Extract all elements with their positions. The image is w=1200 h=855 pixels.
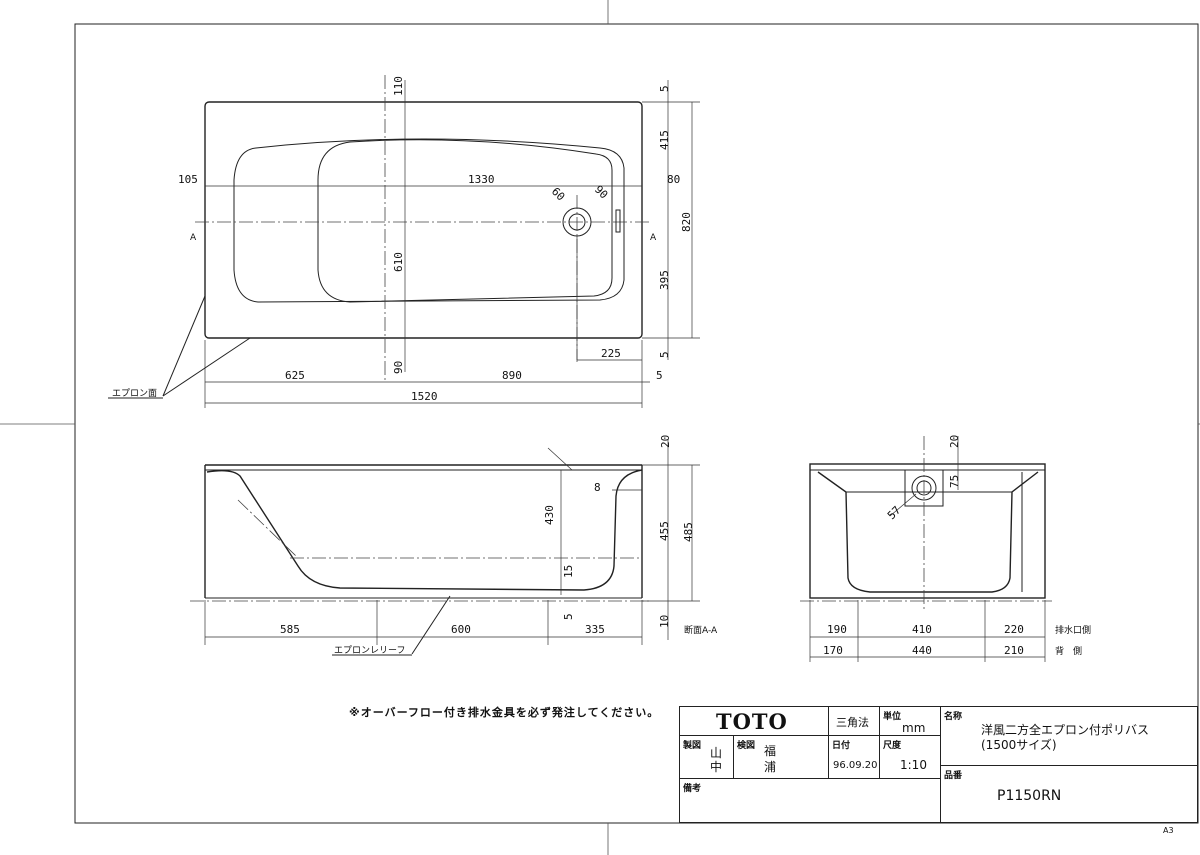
- sec-dim-10: 10: [658, 615, 671, 628]
- name-line2: (1500サイズ): [981, 738, 1057, 752]
- name-label: 名称: [944, 712, 963, 722]
- sec-dim-430: 430: [543, 505, 556, 525]
- dim-80: 80: [667, 173, 680, 186]
- drawing-frame: [74, 23, 1199, 824]
- end-dim-57: 57: [885, 504, 904, 523]
- unit-cell: 単位 mm: [879, 706, 941, 736]
- section-view: 20 8 430 455 485 15 5 10 585 600 335 断面A…: [190, 435, 718, 656]
- end-outline: [809, 463, 1046, 599]
- title-block: TOTO 三角法 単位 mm 名称 洋風二方全エプロン付ポリバス (1500サイ…: [679, 706, 1198, 823]
- projection-cell: 三角法: [828, 706, 880, 736]
- scale-label: 尺度: [883, 741, 902, 751]
- dim-415: 415: [658, 130, 671, 150]
- sec-dim-15: 15: [562, 565, 575, 578]
- sec-dim-5: 5: [562, 613, 575, 620]
- sec-dim-8: 8: [594, 481, 601, 494]
- end-dim-75: 75: [948, 475, 961, 488]
- drafter-label: 製図: [683, 741, 702, 751]
- section-dimensions: [204, 440, 700, 645]
- drafter-name-1: 山: [710, 746, 723, 760]
- end-dim-440: 440: [912, 644, 932, 657]
- plan-outline: [204, 101, 643, 339]
- part-label: 品番: [944, 771, 963, 781]
- unit-label: 単位: [883, 712, 902, 722]
- relief-leader: [411, 595, 451, 655]
- checker-name-2: 浦: [764, 760, 777, 774]
- sec-dim-455: 455: [658, 521, 671, 541]
- sec-dim-20: 20: [659, 435, 672, 448]
- checker-name-1: 福: [764, 744, 777, 758]
- plan-dimensions: [204, 80, 700, 408]
- dim-610: 610: [392, 252, 405, 272]
- dim-105: 105: [178, 173, 198, 186]
- date-value: 96.09.20: [833, 760, 878, 771]
- dim-625: 625: [285, 369, 305, 382]
- end-dim-20: 20: [948, 435, 961, 448]
- section-mark-right: A: [650, 233, 657, 243]
- dim-5-top: 5: [658, 85, 671, 92]
- relief-label: エプロンレリーフ: [334, 645, 405, 656]
- dim-1520: 1520: [411, 390, 438, 403]
- scale-value: 1:10: [900, 758, 927, 772]
- end-basin: [817, 471, 1039, 593]
- dim-225: 225: [601, 347, 621, 360]
- end-dimensions: [809, 436, 1046, 662]
- end-row2-label: 背 側: [1055, 645, 1082, 657]
- brand-logo: TOTO: [716, 709, 788, 734]
- sec-dim-485: 485: [682, 522, 695, 542]
- dim-890: 890: [502, 369, 522, 382]
- checker-label: 検図: [737, 741, 756, 751]
- dim-5-width: 5: [656, 369, 663, 382]
- date-label: 日付: [832, 741, 851, 751]
- brand-cell: TOTO: [679, 706, 829, 736]
- drafter-name-2: 中: [710, 760, 723, 774]
- apron-leader-1: [162, 295, 206, 397]
- sheet-size-label: A3: [1163, 826, 1174, 835]
- dim-395: 395: [658, 270, 671, 290]
- sec-dim-600: 600: [451, 623, 471, 636]
- remarks-label: 備考: [683, 784, 702, 794]
- sec-dim-335: 335: [585, 623, 605, 636]
- drafter-cell: 製図 山 中: [679, 735, 734, 779]
- end-dim-190: 190: [827, 623, 847, 636]
- sec-dim-585: 585: [280, 623, 300, 636]
- unit-value: mm: [902, 721, 926, 735]
- projection-label: 三角法: [836, 716, 869, 729]
- end-dim-210: 210: [1004, 644, 1024, 657]
- plan-basin-outer: [233, 138, 625, 303]
- dim-1330: 1330: [468, 173, 495, 186]
- dim-820: 820: [680, 212, 693, 232]
- section-basin: [206, 469, 643, 591]
- order-note: ※オーバーフロー付き排水金具を必ず発注してください。: [349, 706, 660, 719]
- apron-leader-2: [162, 337, 251, 397]
- overflow-fitting: [615, 209, 621, 233]
- end-dim-410: 410: [912, 623, 932, 636]
- part-cell: 品番 P1150RN: [940, 765, 1198, 823]
- scale-cell: 尺度 1:10: [879, 735, 941, 779]
- remarks-cell: 備考: [679, 778, 941, 823]
- end-dim-220: 220: [1004, 623, 1024, 636]
- section-mark-left: A: [190, 233, 197, 243]
- apron-label: エプロン面: [112, 388, 157, 399]
- dim-drain-60: 60: [549, 185, 568, 204]
- dim-5-bottom: 5: [658, 351, 671, 358]
- dim-110: 110: [392, 76, 405, 96]
- end-dim-170: 170: [823, 644, 843, 657]
- end-view: 20 75 57 190 410 220 170 440 210 排水口側 背 …: [800, 435, 1091, 662]
- backrest-line: [237, 499, 297, 557]
- part-value: P1150RN: [997, 788, 1062, 804]
- name-cell: 名称 洋風二方全エプロン付ポリバス (1500サイズ): [940, 706, 1198, 766]
- plan-basin-inner: [317, 139, 613, 303]
- end-row1-label: 排水口側: [1055, 624, 1091, 636]
- checker-cell: 検図 福 浦: [733, 735, 829, 779]
- section-label: 断面A-A: [684, 624, 718, 636]
- date-cell: 日付 96.09.20: [828, 735, 880, 779]
- name-line1: 洋風二方全エプロン付ポリバス: [981, 723, 1150, 737]
- plan-view: 110 105 1330 80 610 60 90 90 225 5 415 8…: [108, 75, 700, 408]
- dim-90-bottom: 90: [392, 361, 405, 374]
